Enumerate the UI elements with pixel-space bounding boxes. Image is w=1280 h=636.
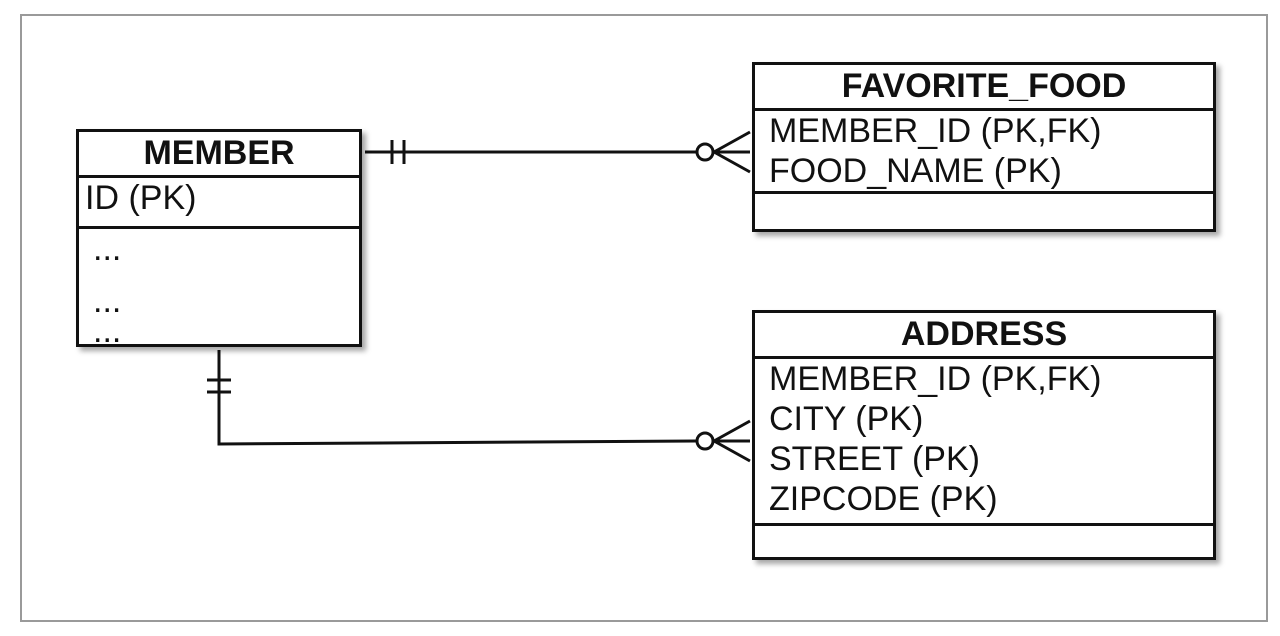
entity-title: ADDRESS (755, 313, 1213, 359)
entity-member[interactable]: MEMBER ID (PK) ... ... ... (76, 129, 362, 350)
entity-title: MEMBER (79, 132, 359, 178)
entity-key-field: ID (PK) (85, 179, 197, 217)
entity-address[interactable]: ADDRESS MEMBER_ID (PK,FK) CITY (PK) STRE… (752, 310, 1216, 560)
entity-title: FAVORITE_FOOD (755, 65, 1213, 111)
entity-key-section: ID (PK) (79, 178, 359, 226)
entity-key-field: CITY (PK) (769, 400, 924, 438)
entity-attribute-field: ... (93, 230, 122, 268)
entity-key-field: ZIPCODE (PK) (769, 480, 998, 518)
entity-key-field: MEMBER_ID (PK,FK) (769, 360, 1102, 398)
entity-key-field: MEMBER_ID (PK,FK) (769, 112, 1102, 150)
entity-key-field: FOOD_NAME (PK) (769, 152, 1062, 190)
entity-key-section: MEMBER_ID (PK,FK) CITY (PK) STREET (PK) … (755, 359, 1213, 523)
entity-attribute-section (755, 523, 1213, 561)
entity-attribute-section (755, 191, 1213, 231)
entity-favorite-food[interactable]: FAVORITE_FOOD MEMBER_ID (PK,FK) FOOD_NAM… (752, 62, 1216, 232)
entity-key-section: MEMBER_ID (PK,FK) FOOD_NAME (PK) (755, 111, 1213, 191)
entity-key-field: STREET (PK) (769, 440, 980, 478)
entity-attribute-field: ... (93, 312, 122, 350)
entity-attribute-section: ... ... ... (79, 226, 359, 350)
entity-attribute-field: ... (93, 282, 122, 320)
